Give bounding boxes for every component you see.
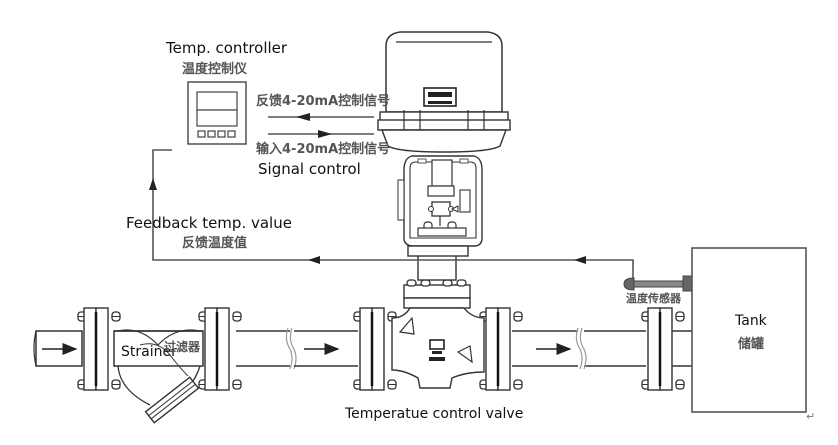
flange-pair [77,307,121,391]
arrow-right-icon [318,130,332,138]
arrow-left-icon [574,256,586,264]
pipeline [33,327,692,370]
arrow-left-icon [308,256,320,264]
valve-nameplate [429,339,445,361]
tank-label-cn: 储罐 [737,336,764,352]
strainer [113,329,204,424]
strainer-basket [144,376,200,424]
controller-display-lower [196,109,238,127]
arrow-left-icon [296,113,310,121]
input-signal-label: 输入4-20mA控制信号 [256,141,390,157]
flange-pair [353,307,397,391]
tank [691,247,807,413]
signal-lines [149,113,634,284]
arrow-up-icon [149,178,157,190]
strainer-label-en: Strainer [121,344,177,360]
temp-sensor-label: 温度传感器 [626,291,682,305]
flange-pair [641,307,685,391]
controller-display-upper [196,91,238,111]
temperature-controller [187,81,247,145]
feedback-temp-label-en: Feedback temp. value [126,214,292,232]
return-mark: ↵ [806,410,815,423]
tank-label-en: Tank [734,313,768,329]
temp-controller-label-cn: 温度控制仪 [182,61,248,77]
electric-actuator [377,31,511,257]
strainer-label-cn: 过滤器 [164,339,201,354]
feedback-temp-label-cn: 反馈温度值 [182,235,247,251]
temp-controller-label-en: Temp. controller [165,39,288,57]
flange-pair [198,307,242,391]
temperature-sensor [623,275,693,292]
valve-label: Temperatue control valve [344,406,523,422]
actuator-logo-plate [423,87,457,107]
pipe-flanges [77,307,685,391]
feedback-signal-label: 反馈4-20mA控制信号 [256,93,390,109]
controller-buttons [197,130,236,138]
signal-control-label: Signal control [258,160,361,178]
control-valve [391,253,485,389]
flange-pair [479,307,523,391]
